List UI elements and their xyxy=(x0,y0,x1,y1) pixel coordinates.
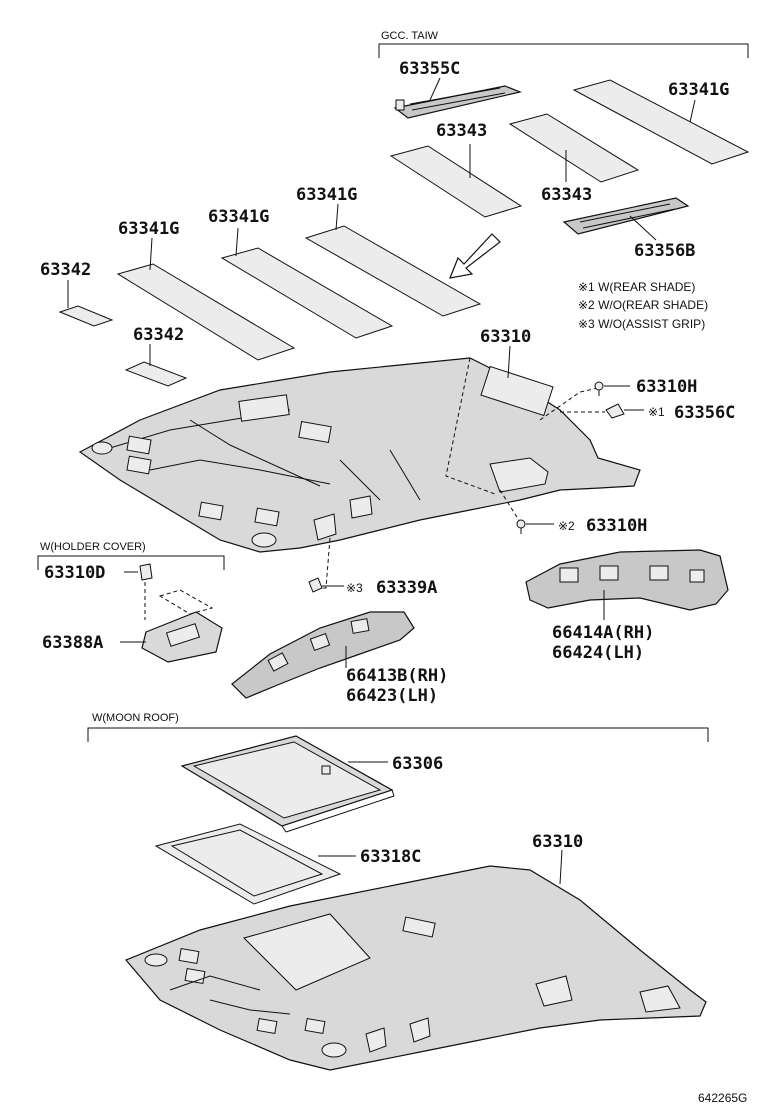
part-63343-upper[interactable] xyxy=(389,144,523,218)
part-63318c[interactable] xyxy=(154,823,356,905)
label-63388a: 63388A xyxy=(42,633,103,653)
label-63355c: 63355C xyxy=(399,59,460,79)
label-63341g-middle: 63341G xyxy=(208,207,269,227)
drawing-id: 642265G xyxy=(698,1091,747,1105)
direction-arrow-icon xyxy=(449,233,501,279)
label-66424: 66424(LH) xyxy=(552,643,644,663)
part-63310h-upper[interactable] xyxy=(594,381,630,396)
moon-roof-label: W(MOON ROOF) xyxy=(92,712,179,724)
holder-cover-bracket xyxy=(37,555,225,570)
label-66413b: 66413B(RH) xyxy=(346,666,448,686)
part-63310h-lower[interactable] xyxy=(516,519,554,534)
label-63356b: 63356B xyxy=(634,241,695,261)
label-63356c: 63356C xyxy=(674,403,735,423)
part-63341g-left[interactable] xyxy=(116,237,296,361)
label-63342-upper: 63342 xyxy=(40,260,91,280)
gcc-taiw-bracket xyxy=(378,43,749,58)
label-63339a: 63339A xyxy=(376,578,437,598)
holder-cover-label: W(HOLDER COVER) xyxy=(40,541,146,553)
gcc-taiw-label: GCC. TAIW xyxy=(381,30,439,42)
label-66414a: 66414A(RH) xyxy=(552,623,654,643)
part-63310d[interactable] xyxy=(124,563,153,620)
part-63306[interactable] xyxy=(180,735,395,833)
label-63310h-lower: 63310H xyxy=(586,516,647,536)
label-63343-upper: 63343 xyxy=(436,121,487,141)
part-63341g-top-right[interactable] xyxy=(572,79,750,165)
part-66413b-66423[interactable] xyxy=(231,611,415,699)
part-63341g-middle[interactable] xyxy=(220,227,394,339)
headliner-upper[interactable] xyxy=(78,345,641,589)
holder-cover-group: W(HOLDER COVER) xyxy=(37,541,225,570)
marker-2: ※2 xyxy=(558,519,575,533)
label-63310-lower: 63310 xyxy=(532,832,583,852)
note-1: ※1 W(REAR SHADE) xyxy=(578,280,695,294)
part-63342-lower[interactable] xyxy=(124,344,188,387)
part-63355c[interactable] xyxy=(393,77,522,119)
label-63342-lower: 63342 xyxy=(133,325,184,345)
moon-roof-bracket xyxy=(87,727,709,742)
part-63356b[interactable] xyxy=(562,197,690,241)
part-63341g-right[interactable] xyxy=(304,203,482,317)
label-66423: 66423(LH) xyxy=(346,686,438,706)
marker-3: ※3 xyxy=(346,581,363,595)
note-2: ※2 W/O(REAR SHADE) xyxy=(578,298,708,312)
label-63318c: 63318C xyxy=(360,847,421,867)
label-63310h-upper: 63310H xyxy=(636,377,697,397)
headliner-lower[interactable] xyxy=(125,849,707,1071)
marker-1: ※1 xyxy=(648,405,665,419)
part-63339a[interactable] xyxy=(308,577,344,593)
part-63343-right[interactable] xyxy=(508,113,640,183)
moon-roof-group: W(MOON ROOF) xyxy=(87,712,709,742)
label-63306: 63306 xyxy=(392,754,443,774)
part-63388a[interactable] xyxy=(120,589,223,663)
part-63356c[interactable] xyxy=(605,403,644,419)
label-63341g-top-right: 63341G xyxy=(668,80,729,100)
gcc-taiw-group: GCC. TAIW xyxy=(378,30,749,58)
part-63342-upper[interactable] xyxy=(58,280,114,327)
note-3: ※3 W/O(ASSIST GRIP) xyxy=(578,317,705,331)
label-63341g-left: 63341G xyxy=(118,219,179,239)
label-63343-right: 63343 xyxy=(541,185,592,205)
part-66414a-66424[interactable] xyxy=(525,549,729,620)
label-63341g-right: 63341G xyxy=(296,185,357,205)
label-63310d: 63310D xyxy=(44,563,105,583)
label-63310-upper: 63310 xyxy=(480,327,531,347)
